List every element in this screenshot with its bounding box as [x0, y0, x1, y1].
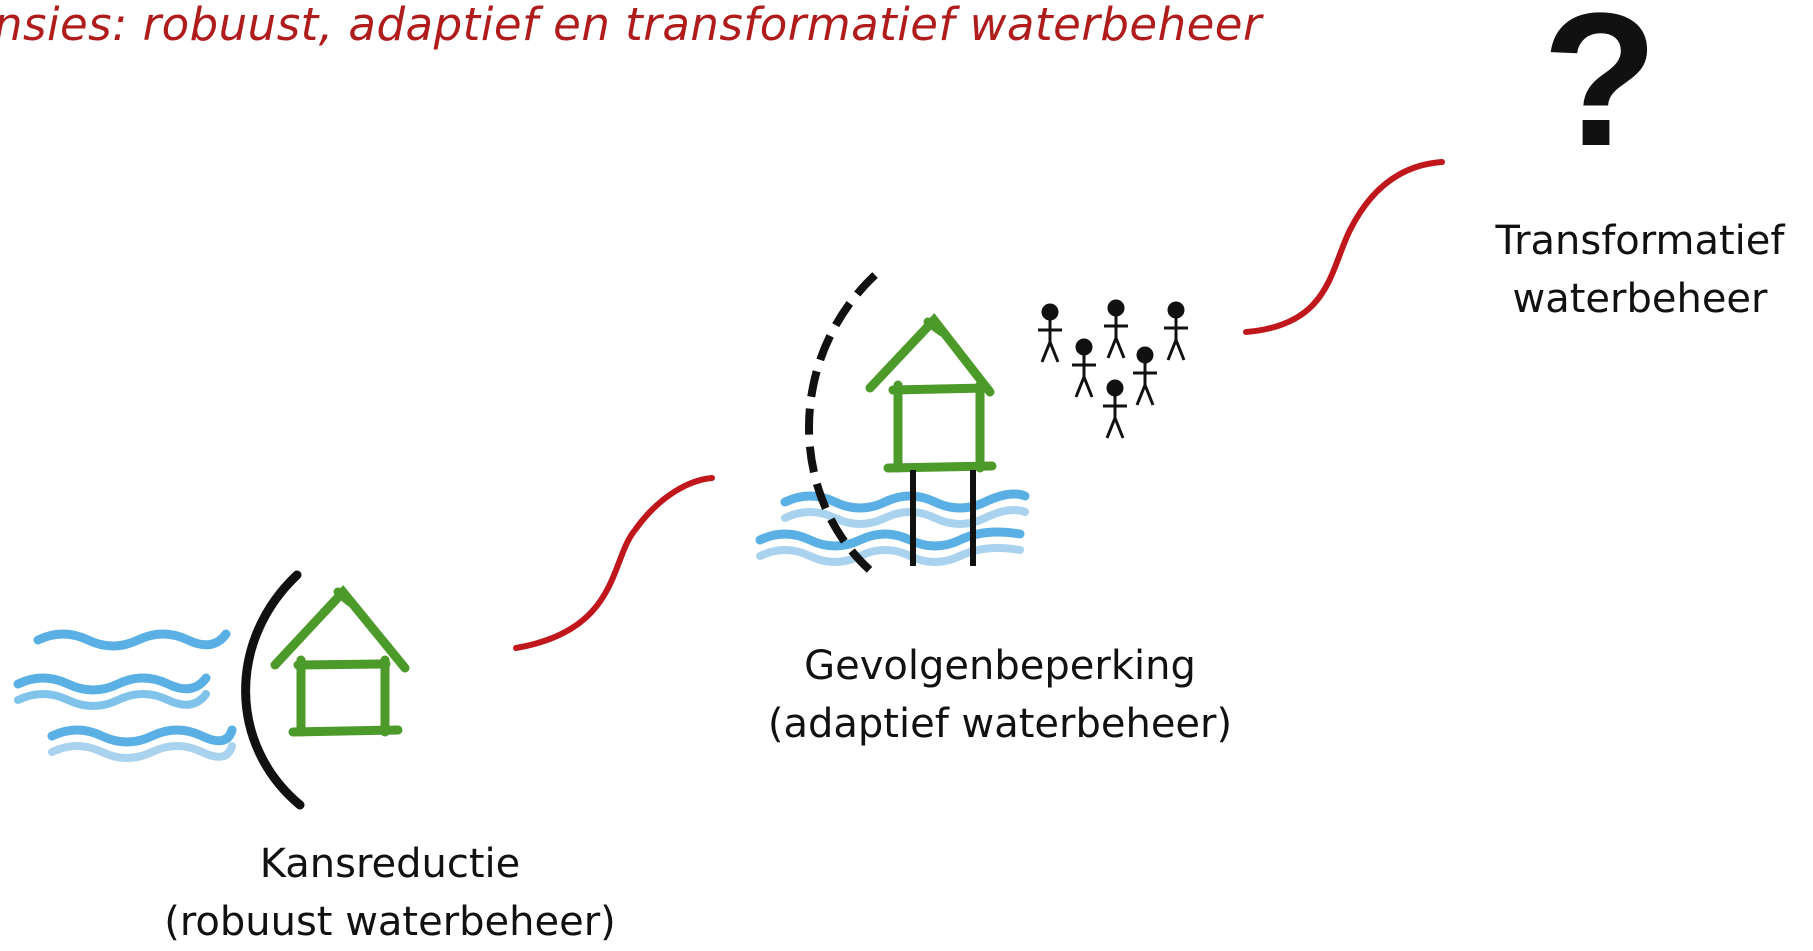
stage-1-illustration — [13, 570, 410, 810]
wave-icon — [755, 489, 1030, 566]
slide-title: nsies: robuust, adaptief en transformati… — [0, 0, 1262, 51]
stage-label-adaptive: Gevolgenbeperking (adaptief waterbeheer) — [740, 637, 1260, 753]
stage-label-robust: Kansreductie (robuust waterbeheer) — [140, 835, 640, 951]
stage-subtitle: (robuust waterbeheer) — [164, 899, 616, 945]
stage-subtitle: (adaptief waterbeheer) — [767, 701, 1233, 747]
stage-name: Gevolgenbeperking — [804, 643, 1196, 689]
stage-label-transformative: Transformatief waterbeheer — [1440, 212, 1813, 328]
barrier-icon — [241, 570, 305, 810]
stage-2-illustration — [755, 272, 1188, 576]
connector-curve-1 — [513, 475, 715, 651]
stage-name: Transformatief — [1495, 218, 1785, 264]
house-icon — [865, 313, 997, 473]
wave-icon — [13, 629, 237, 762]
people-icon — [1038, 299, 1188, 439]
stage-name: Kansreductie — [259, 841, 521, 887]
house-icon — [270, 585, 410, 737]
connector-curve-2 — [1243, 159, 1445, 335]
stilts — [910, 470, 976, 566]
stage-subtitle: waterbeheer — [1512, 276, 1768, 322]
barrier-icon — [805, 272, 878, 576]
question-mark-icon: ? — [1542, 0, 1658, 186]
